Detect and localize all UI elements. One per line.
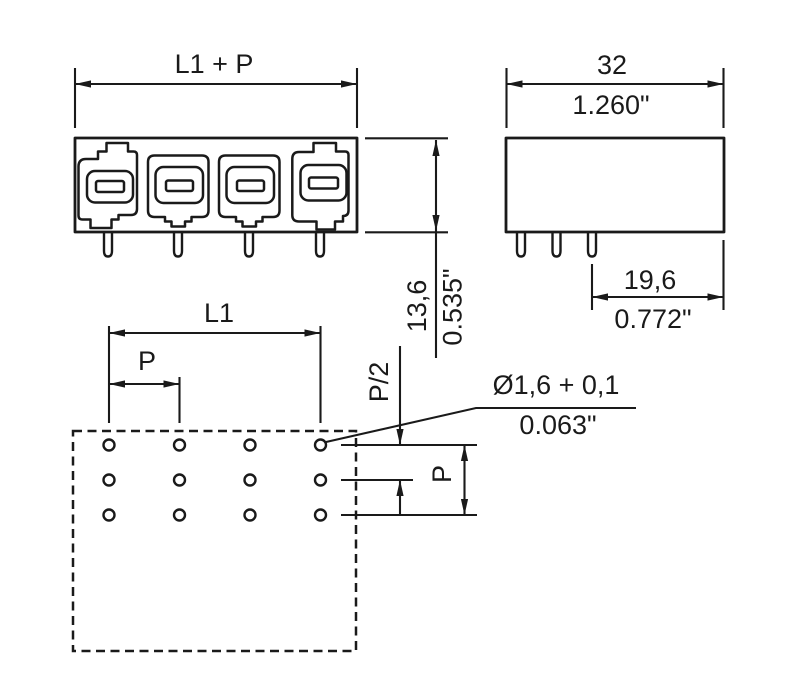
- wire-slot: [94, 179, 126, 194]
- drill-hole: [313, 473, 328, 487]
- cell-outline: [291, 141, 350, 231]
- side-width-dimension: 32 1.260": [505, 50, 725, 128]
- solder-pin: [172, 230, 184, 258]
- dimension-label: P: [138, 346, 156, 376]
- drill-hole-grid: [102, 438, 328, 522]
- drill-hole: [243, 508, 257, 522]
- dimension-label-inch: 0.772": [614, 304, 691, 334]
- dimension-label: L1 + P: [175, 49, 254, 79]
- dimension-label-mm: 19,6: [624, 265, 677, 295]
- clamp-body: [154, 165, 205, 205]
- dimension-label-inch: 0.535": [438, 268, 468, 345]
- wire-slot: [307, 176, 340, 190]
- solder-pin: [243, 230, 255, 258]
- front-width-dimension: L1 + P: [73, 49, 359, 128]
- dimension-label-mm: 32: [597, 50, 627, 80]
- terminal-cell-1: [77, 141, 139, 230]
- row-pitch-dimension: P: [427, 445, 469, 515]
- clamp-body: [85, 169, 135, 204]
- drill-hole: [102, 508, 116, 522]
- clamp-body: [299, 163, 348, 202]
- terminal-cell-4: [291, 141, 350, 231]
- drill-l1-dimension: L1: [107, 298, 322, 423]
- drill-hole: [172, 473, 187, 487]
- drill-hole: [102, 473, 116, 487]
- drill-pitch-dimension: P: [109, 346, 181, 423]
- dimension-label-mm: 13,6: [402, 280, 432, 333]
- drill-hole: [172, 508, 187, 522]
- drill-hole: [172, 438, 187, 452]
- height-dimension: 13,6 0.535": [365, 137, 468, 358]
- front-view: [73, 136, 359, 258]
- dimension-label: P/2: [364, 362, 394, 403]
- callout-label-inch: 0.063": [519, 410, 596, 440]
- callout-label-mm: Ø1,6 + 0,1: [493, 370, 620, 400]
- pcb-outline-dashed: [71, 429, 358, 653]
- drill-hole: [313, 438, 328, 452]
- drill-hole: [102, 438, 116, 452]
- drill-plan: [71, 429, 477, 653]
- pin-setback-dimension: 19,6 0.772": [590, 240, 725, 334]
- side-housing-outline: [504, 136, 726, 234]
- solder-pin: [515, 230, 527, 258]
- dimension-label-inch: 1.260": [572, 90, 649, 120]
- solder-pin: [102, 230, 114, 258]
- half-pitch-dimension: P/2: [364, 346, 404, 515]
- solder-pin: [586, 230, 598, 258]
- dimension-label: P: [427, 465, 457, 483]
- cell-outline: [146, 154, 210, 228]
- cell-outline: [77, 141, 139, 230]
- terminal-cell-3: [217, 154, 281, 228]
- drill-hole: [243, 473, 257, 487]
- wire-slot: [164, 179, 195, 193]
- solder-pin: [314, 230, 326, 258]
- hole-diameter-callout: Ø1,6 + 0,1 0.063": [325, 370, 636, 444]
- drill-hole: [243, 438, 257, 452]
- side-view: [504, 136, 726, 258]
- solder-pin: [551, 230, 562, 258]
- front-housing-outline: [73, 136, 359, 234]
- dimension-label: L1: [204, 298, 234, 328]
- drill-hole: [313, 508, 328, 522]
- leader-line: [325, 406, 636, 444]
- terminal-cell-2: [146, 154, 210, 228]
